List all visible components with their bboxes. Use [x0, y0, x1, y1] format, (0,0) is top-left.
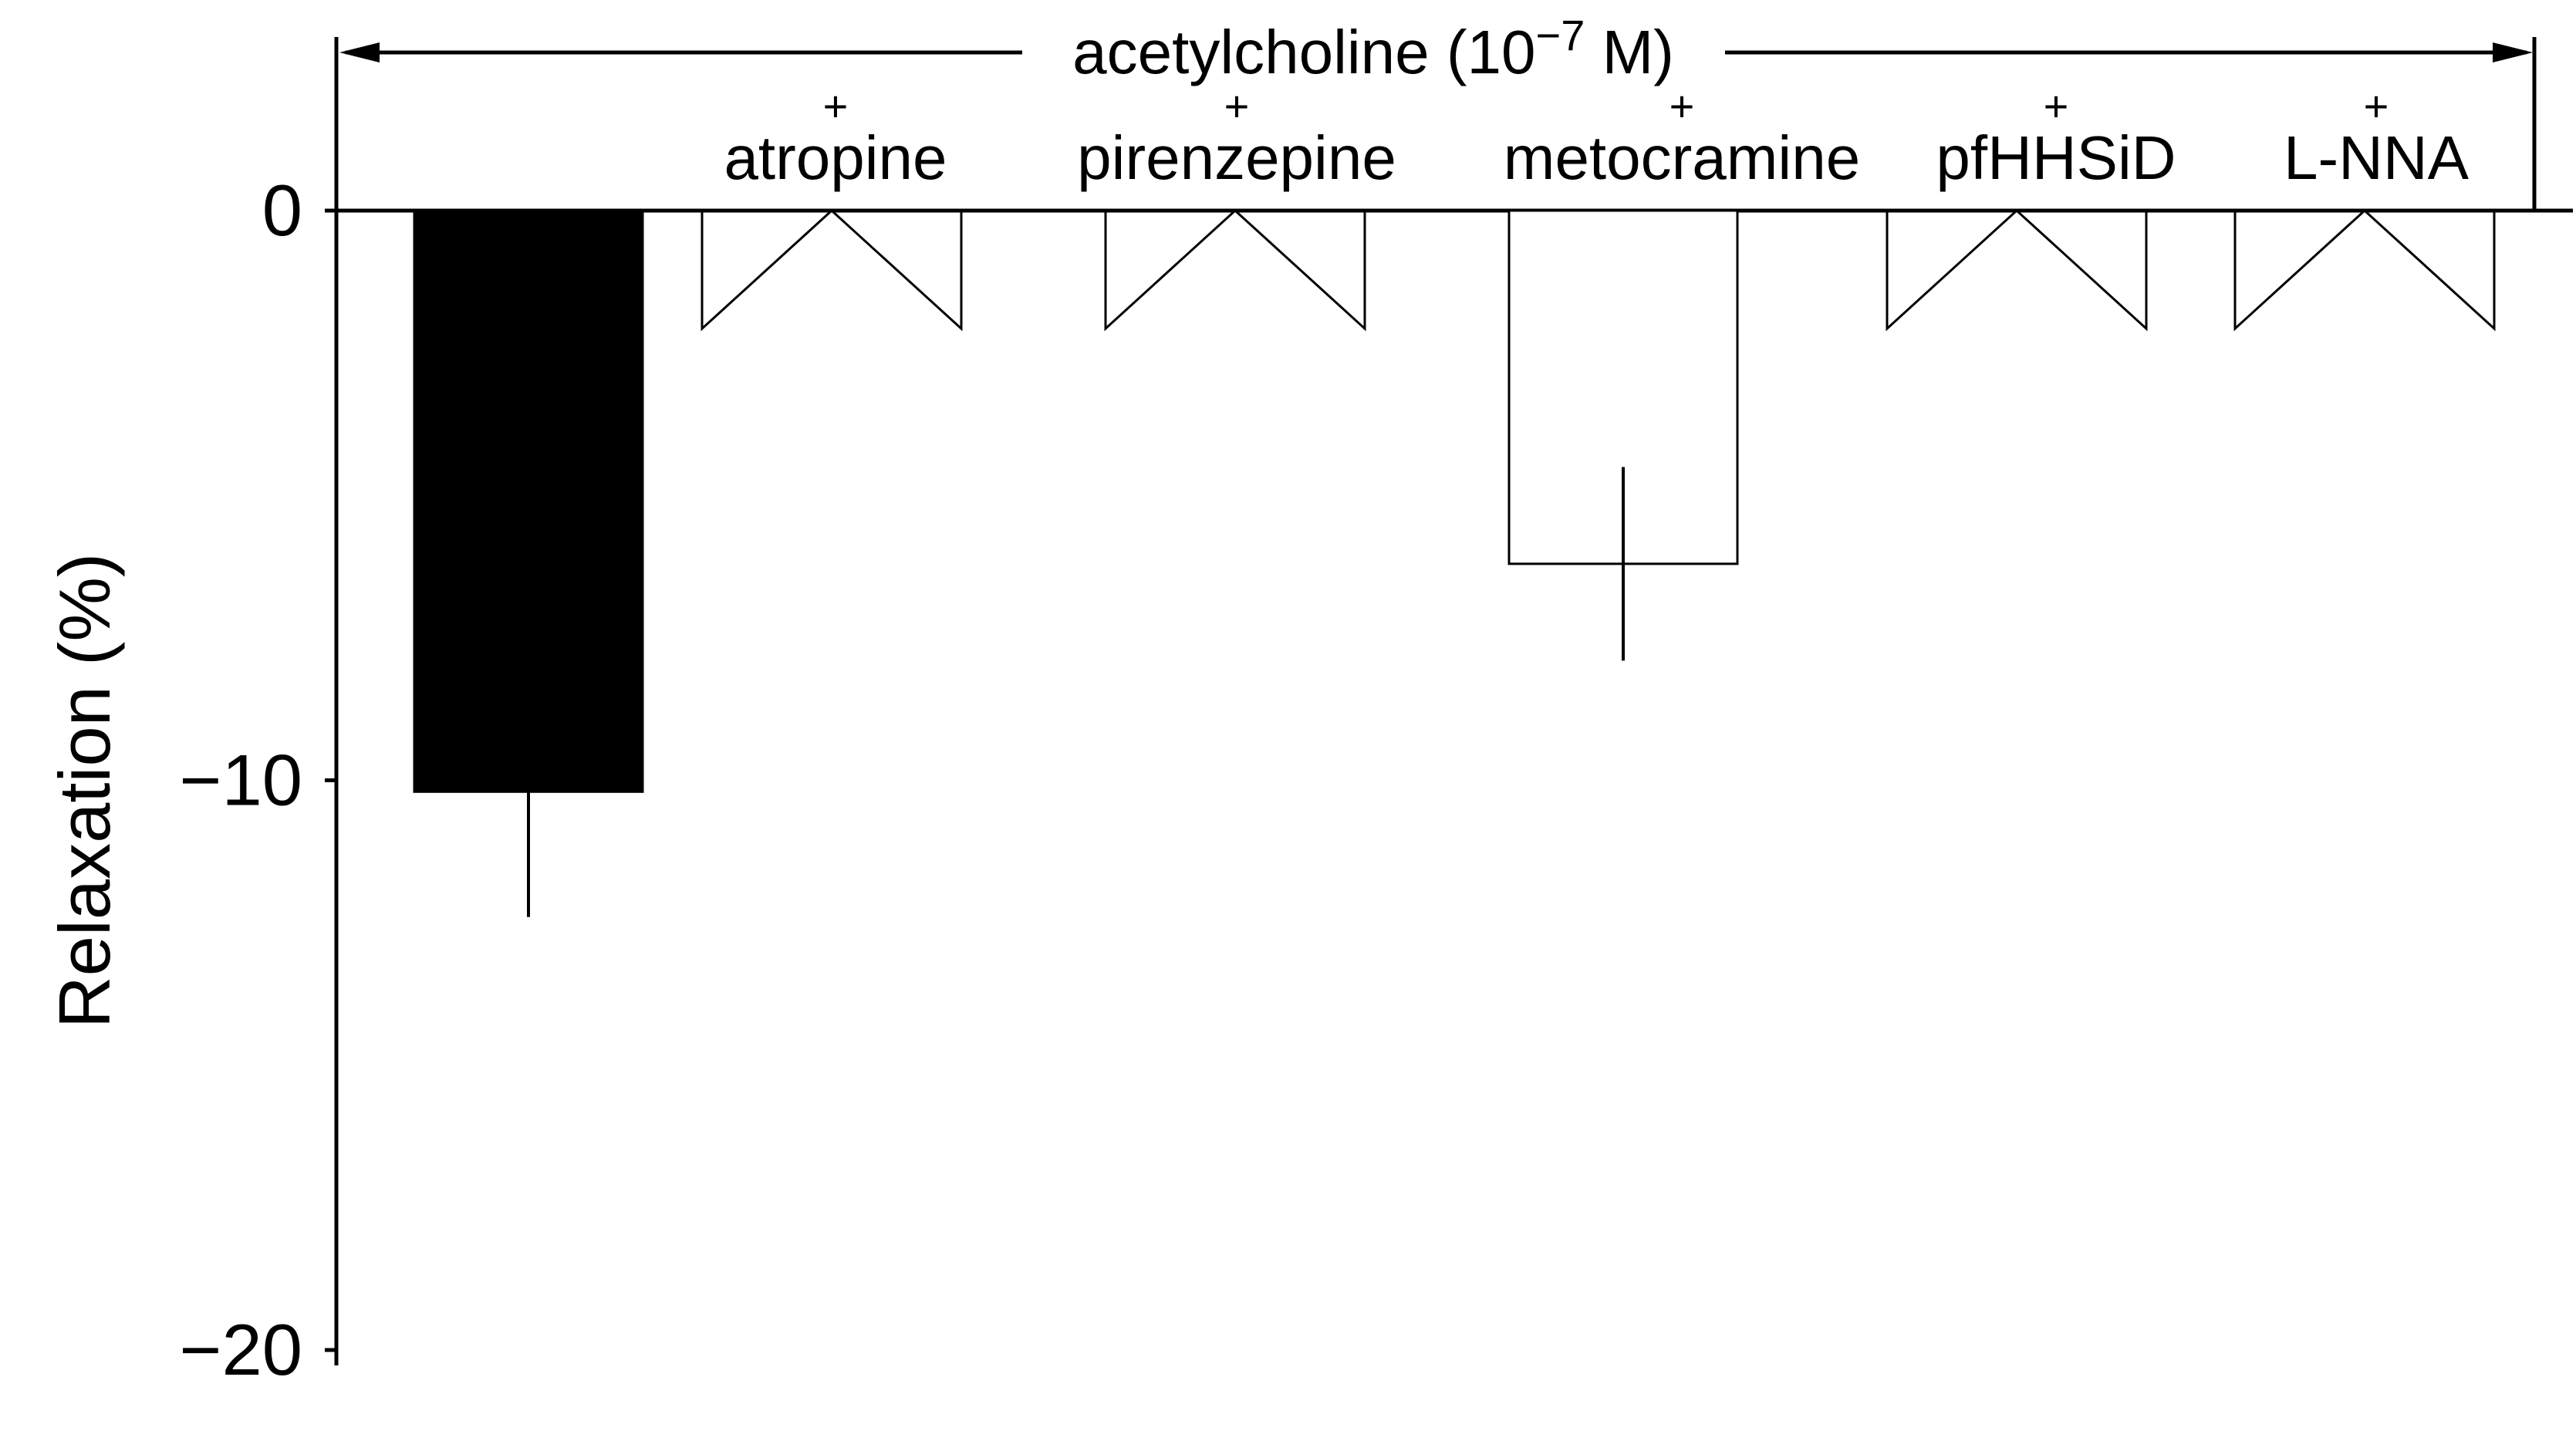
zero-value-marker — [1886, 208, 2148, 332]
y-tick-label: −20 — [180, 1309, 302, 1390]
category-plus-sign: + — [1670, 82, 1695, 130]
category-plus-sign: + — [2044, 82, 2069, 130]
y-tick-label: 0 — [262, 170, 302, 251]
y-axis-label: Relaxation (%) — [44, 553, 125, 1028]
zero-value-marker — [2233, 208, 2496, 332]
category-plus-sign: + — [2364, 82, 2389, 130]
y-tick-label: −10 — [180, 740, 302, 821]
category-label: metocramine — [1504, 123, 1860, 192]
zero-value-marker — [701, 208, 963, 332]
bracket-arrow-right — [2493, 42, 2533, 62]
bracket-label: acetylcholine (10−7 M) — [1072, 11, 1674, 86]
zero-value-marker — [1104, 208, 1366, 332]
category-label: pfHHSiD — [1936, 123, 2176, 192]
category-label: pirenzepine — [1077, 123, 1396, 192]
category-label: atropine — [724, 123, 947, 192]
category-plus-sign: + — [823, 82, 849, 130]
category-label: L-NNA — [2284, 123, 2470, 192]
bracket-arrow-left — [339, 42, 380, 62]
category-plus-sign: + — [1224, 82, 1250, 130]
